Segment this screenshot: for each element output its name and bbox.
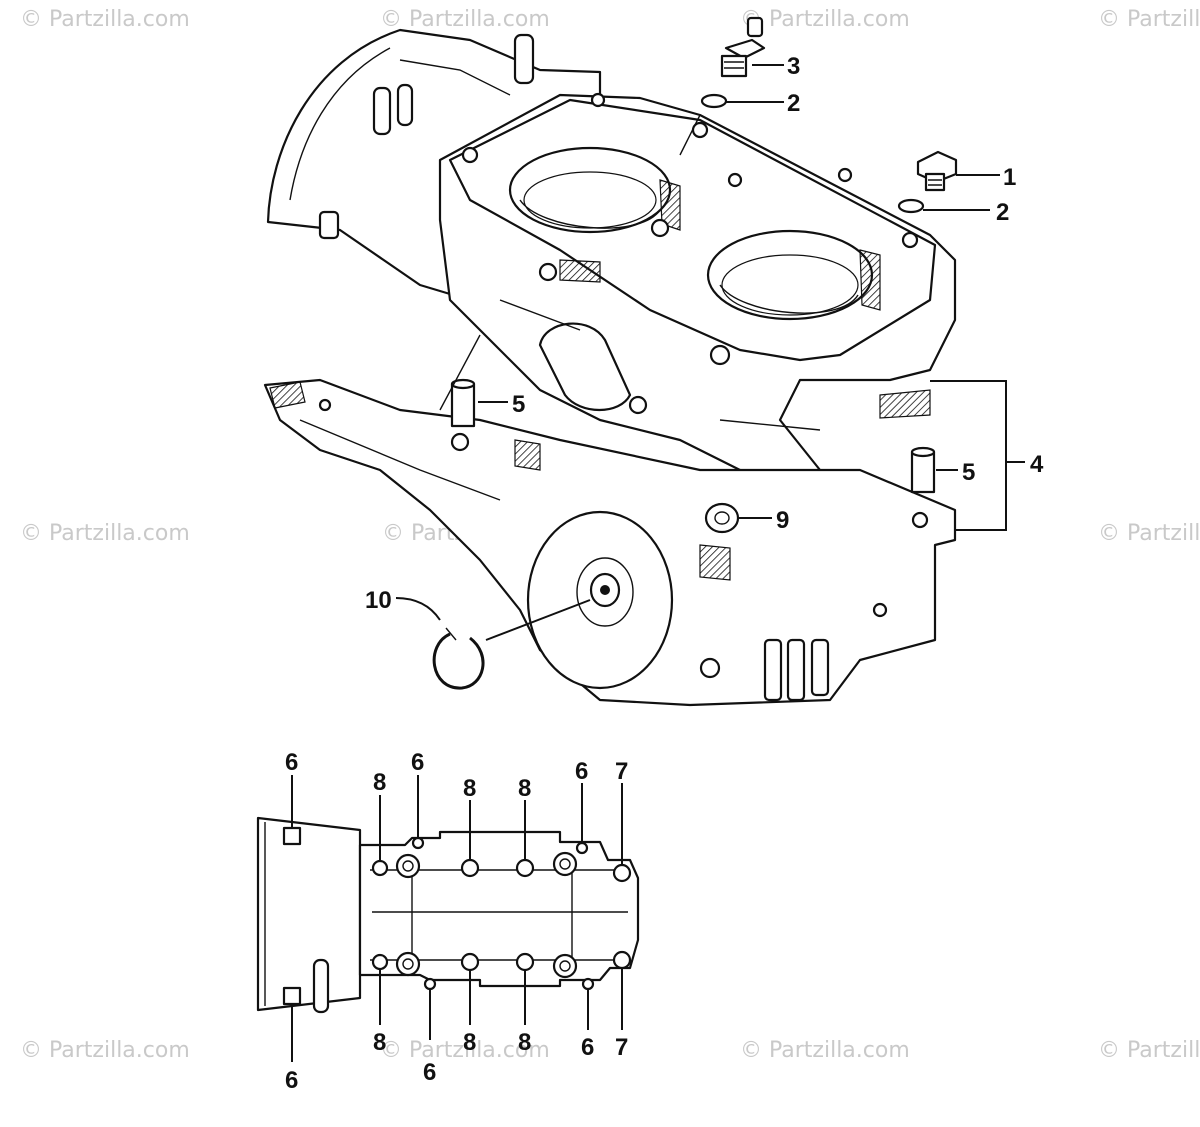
washer-item-2-top <box>700 93 728 109</box>
circlip-item-10 <box>432 627 485 690</box>
watermark-text: © Partzilla.com <box>1098 521 1200 546</box>
callout-8: 8 <box>373 769 386 796</box>
watermark-text: © Partzilla.com <box>740 1038 910 1063</box>
callout-6: 6 <box>423 1059 436 1086</box>
callout-7: 7 <box>615 1034 628 1061</box>
leader-lines <box>395 64 1025 641</box>
dowel-pin-right <box>910 446 936 494</box>
plug-bolt-item-1 <box>916 150 958 192</box>
callout-5: 5 <box>962 459 975 486</box>
watermark-text: © Partzilla.com <box>740 7 910 32</box>
callout-3: 3 <box>787 53 800 80</box>
upper-crankcase-illustration <box>266 28 957 482</box>
callout-2: 2 <box>787 90 800 117</box>
watermark-text: © Partzilla.com <box>1098 7 1200 32</box>
callout-8: 8 <box>463 775 476 802</box>
callout-8: 8 <box>518 775 531 802</box>
watermark-text: © Partzilla.com <box>1098 1038 1200 1063</box>
callout-labels: 3 2 1 2 4 5 5 9 10 <box>365 53 1044 614</box>
callout-6: 6 <box>581 1034 594 1061</box>
watermark-text: © Partzilla.com <box>380 7 550 32</box>
callout-6: 6 <box>411 749 424 776</box>
callout-8: 8 <box>463 1029 476 1056</box>
callout-2: 2 <box>996 199 1009 226</box>
callout-9: 9 <box>776 507 789 534</box>
bolt-pattern-view: 6 8 6 8 8 6 7 8 6 8 8 6 7 6 <box>256 749 640 1094</box>
callout-4: 4 <box>1030 451 1044 478</box>
callout-6: 6 <box>575 758 588 785</box>
callout-6: 6 <box>285 749 298 776</box>
washer-item-2-right <box>897 198 925 214</box>
callout-1: 1 <box>1003 164 1016 191</box>
bushing <box>704 502 740 534</box>
callout-10: 10 <box>365 587 392 614</box>
fitting-item-3 <box>720 16 766 78</box>
callout-8: 8 <box>518 1029 531 1056</box>
callout-6: 6 <box>285 1067 298 1094</box>
watermark-text: © Partzilla.com <box>20 7 190 32</box>
callout-5: 5 <box>512 391 525 418</box>
watermark-text: © Partzilla.com <box>380 1038 550 1063</box>
watermark-text: © Partzilla.com <box>20 521 190 546</box>
callout-8: 8 <box>373 1029 386 1056</box>
watermark-text: © Partzilla.com <box>20 1038 190 1063</box>
lower-crankcase-illustration <box>263 378 957 707</box>
dowel-pin-left <box>450 378 476 428</box>
callout-7: 7 <box>615 758 628 785</box>
